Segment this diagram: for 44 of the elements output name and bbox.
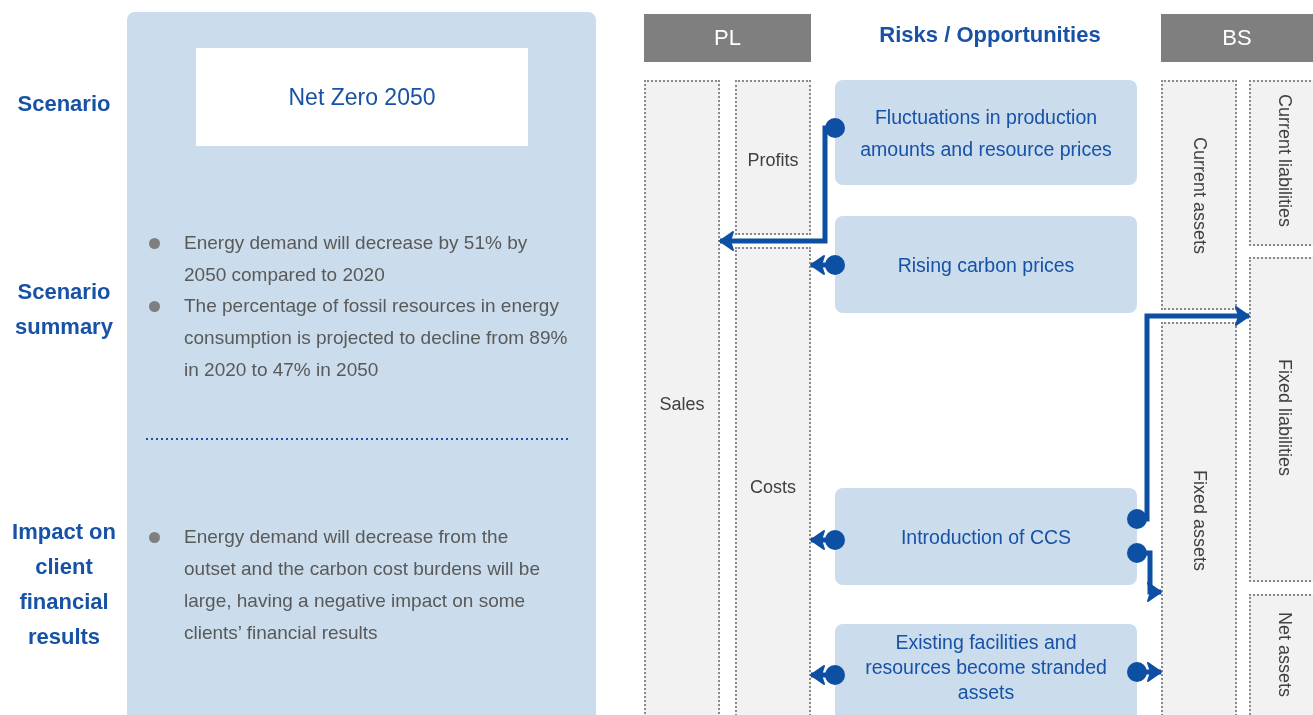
connector-arrow xyxy=(1127,662,1162,682)
statement-column xyxy=(1161,80,1237,310)
risk-text: Existing facilities and resources become stranded assets xyxy=(864,630,1108,705)
statement-column xyxy=(1249,257,1313,582)
column-label: Net assets xyxy=(1273,612,1295,698)
header-label: BS xyxy=(1222,25,1252,51)
column-label: Profits xyxy=(747,150,799,171)
column-heading: Risks / Opportunities xyxy=(878,22,1102,48)
statement-column xyxy=(1249,80,1313,246)
connector-arrow xyxy=(719,118,845,251)
risk-box xyxy=(835,80,1137,185)
column-label: Current assets xyxy=(1188,137,1210,255)
header-label: PL xyxy=(714,25,741,51)
connector-arrow xyxy=(1127,306,1250,529)
scenario-box xyxy=(196,48,528,146)
statement-column xyxy=(1161,322,1237,715)
connector-arrow xyxy=(810,665,845,685)
row-heading: Impact on client financial results xyxy=(11,518,117,651)
statement-column xyxy=(644,80,720,715)
connector-arrow xyxy=(1127,543,1162,602)
risk-text: Introduction of CCS xyxy=(900,524,1072,550)
risk-text: Rising carbon prices xyxy=(897,252,1075,278)
statement-column xyxy=(735,80,811,235)
connector-arrow xyxy=(810,255,845,275)
connector-arrow xyxy=(810,530,845,550)
column-label: Costs xyxy=(750,477,796,498)
row-heading: Scenario xyxy=(16,90,112,118)
column-label: Fixed liabilities xyxy=(1273,359,1295,477)
statement-column xyxy=(1249,594,1313,715)
scenario-name: Net Zero 2050 xyxy=(288,83,436,111)
column-label: Sales xyxy=(659,394,705,415)
column-label: Current liabilities xyxy=(1273,94,1295,228)
bullet-text: Energy demand will decrease by 51% by 2050 compared to 2020 xyxy=(184,231,529,287)
header-bar xyxy=(644,14,811,62)
header-bar xyxy=(1161,14,1313,62)
bullet-text: The percentage of fossil resources in energy consumption is projected to decline from 89% in 2020 to 47% in 2050 xyxy=(184,294,569,382)
row-heading: Scenario summary xyxy=(14,278,114,341)
column-label: Fixed assets xyxy=(1188,470,1210,572)
bullet-text: Energy demand will decrease from the outset and the carbon cost burdens will be large, having a negative impact on some clients’ financial results xyxy=(184,525,541,645)
risk-text: Fluctuations in production amounts and resource prices xyxy=(859,104,1113,162)
statement-column xyxy=(735,247,811,715)
risk-box xyxy=(835,488,1137,585)
risk-box xyxy=(835,624,1137,715)
risk-box xyxy=(835,216,1137,313)
